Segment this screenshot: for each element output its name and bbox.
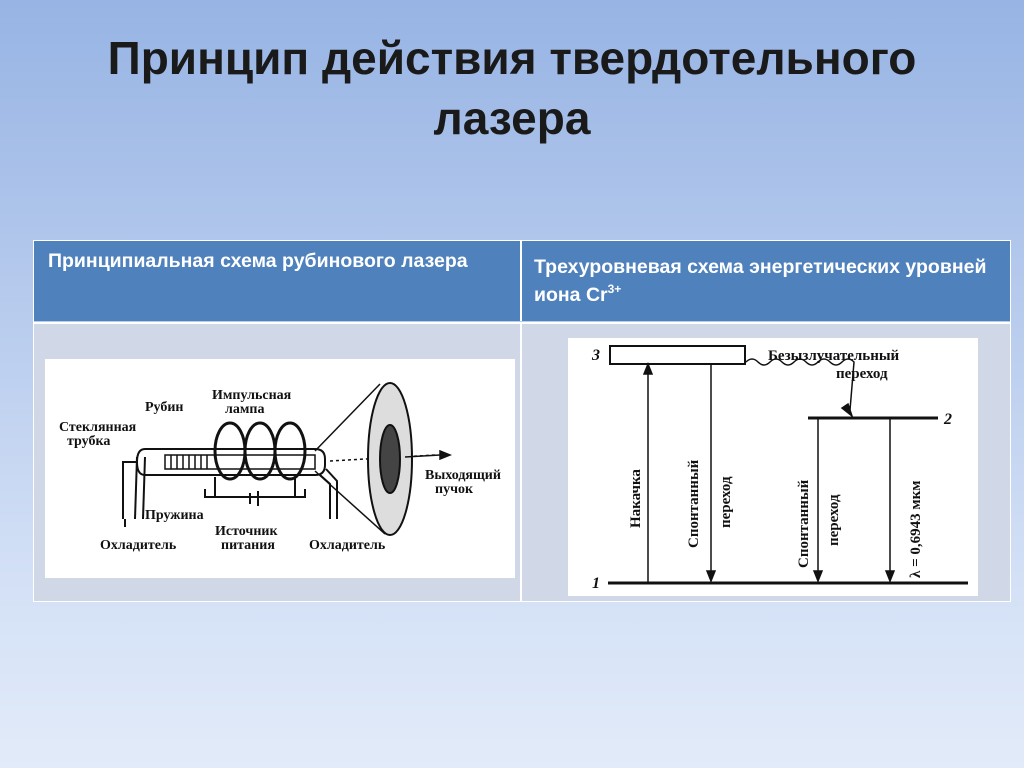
label-tube-line1: Стеклянная (59, 420, 137, 435)
label-spont1-line1: Спонтанный (686, 459, 702, 548)
title-line-2: лазера (433, 92, 591, 144)
nonradiative-arrow (745, 358, 855, 419)
header-right-superscript: 3+ (607, 282, 622, 296)
energy-level-svg: 3 2 1 Безызлучательный переход Накачка С… (591, 345, 968, 592)
header-energy-levels: Трехуровневая схема энергетических уровн… (522, 241, 1010, 321)
level-1-label: 1 (592, 575, 600, 592)
ruby-rod-shape (164, 454, 316, 470)
ruby-laser-svg: Рубин Импульсная лампа Стеклянная трубка… (59, 382, 501, 553)
level-2-label: 2 (943, 411, 952, 428)
level-3-band (609, 345, 746, 365)
level-3-label: 3 (591, 347, 600, 364)
label-lamp-line2: лампа (225, 402, 264, 417)
flash-lamp-shape (213, 421, 307, 481)
label-nonrad-line1: Безызлучательный (768, 348, 900, 364)
label-beam-line1: Выходящий (425, 468, 501, 483)
cell-ruby-laser-scheme: Рубин Импульсная лампа Стеклянная трубка… (34, 322, 522, 601)
label-ruby: Рубин (145, 400, 184, 415)
output-beam-arrow (404, 449, 453, 461)
header-ruby-laser-scheme: Принципиальная схема рубинового лазера (34, 241, 522, 321)
wavelength-arrow (884, 418, 896, 584)
spontaneous-arrow-2 (812, 418, 824, 584)
beam-cone-shape (314, 383, 436, 535)
label-pump: Накачка (628, 469, 644, 528)
energy-level-diagram: 3 2 1 Безызлучательный переход Накачка С… (568, 338, 978, 596)
header-left-text: Принципиальная схема рубинового лазера (48, 250, 468, 272)
label-source-line2: питания (221, 538, 275, 553)
right-coolant-pipe (319, 468, 338, 519)
label-spont1-line2: переход (718, 476, 734, 528)
label-spont2-line1: Спонтанный (796, 479, 812, 568)
label-spont2-line2: переход (826, 494, 842, 546)
label-coolant-left: Охладитель (100, 538, 177, 553)
comparison-table: Принципиальная схема рубинового лазера Т… (33, 240, 1011, 602)
label-source-line1: Источник (215, 524, 278, 539)
label-lamp-line1: Импульсная (212, 388, 292, 403)
label-nonrad-line2: переход (836, 366, 888, 382)
slide-title: Принцип действия твердотельного лазера (0, 28, 1024, 148)
power-supply-shape (204, 477, 306, 506)
label-spring: Пружина (145, 508, 204, 523)
header-right-text: Трехуровневая схема энергетических уровн… (534, 256, 987, 306)
label-coolant-right: Охладитель (309, 538, 386, 553)
spontaneous-arrow-1 (705, 364, 717, 584)
cell-energy-levels: 3 2 1 Безызлучательный переход Накачка С… (522, 322, 1010, 601)
label-tube-line2: трубка (67, 434, 110, 449)
pump-arrow (642, 361, 654, 583)
label-wavelength: λ = 0,6943 мкм (908, 481, 924, 579)
label-beam-line2: пучок (435, 482, 474, 497)
ruby-laser-diagram: Рубин Импульсная лампа Стеклянная трубка… (45, 359, 515, 578)
title-line-1: Принцип действия твердотельного (107, 32, 917, 84)
output-disc-shape (367, 382, 413, 536)
